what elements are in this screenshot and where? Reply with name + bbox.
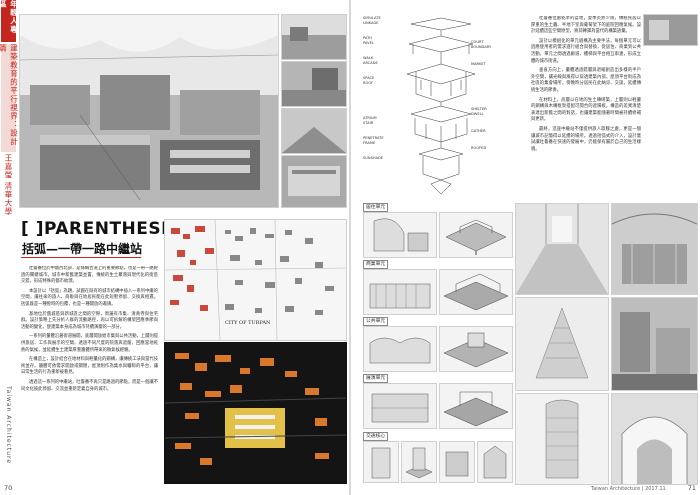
unit-diagram-2: [363, 269, 437, 315]
legend-item: ATRIUM: [363, 116, 377, 120]
unit-axon-3: [439, 326, 513, 372]
sidebar-strip: 年輕人專區 建築教育的平行視界：設計篇 王嘉瑩 清華大學 Taiwan Arch…: [0, 0, 19, 495]
map-caption: CITY OF TURPAN: [225, 320, 271, 326]
unit-axon-1: [439, 212, 513, 258]
body-paragraph: 基地位於舊城區與新城區之間的空隙，周邊有市集、清真寺與住宅群。設計策略上先分析人…: [21, 311, 158, 330]
body-paragraph: 吐魯番位於中國西北部，是絲綢古道上的重要節點，也是一帶一路經過的關鍵城市。城市中…: [21, 266, 158, 285]
sidebar-tab-youth: 年輕人專區: [0, 0, 19, 42]
body-paragraph: 吐魯番位處乾旱的盆地，夏季炎熱少雨，傳統民居以厚重的生土牆、半地下室與葡萄架下的…: [531, 16, 641, 35]
site-photo-3: [281, 108, 347, 154]
night-aerial-render: [164, 342, 347, 484]
core-diagram-4: [477, 441, 513, 483]
diagram-legend-right: COURT BOUNDARY MARKET SHELTER DWELL GATH…: [471, 40, 511, 151]
site-photo-4: [281, 155, 347, 208]
section-label: 居住單元: [363, 203, 389, 212]
body-paragraph: 設計以模組化的單元組構為主要手法，每個單元可以因應使用者的需求進行組合與替換，從…: [531, 38, 641, 64]
body-paragraph: 透過這一系列的中繼站，吐魯番不再只是路過的節點，而是一個讓不同文化彼此停留、交流…: [21, 379, 158, 392]
corner-photo: [643, 14, 698, 46]
site-photo-1: [281, 14, 347, 60]
legend-item: COURT: [471, 40, 484, 44]
unit-diagram-4: [363, 383, 437, 429]
article-title-cn: 括弧—一帶一路中繼站: [22, 242, 143, 256]
exterior-render-1: [515, 297, 609, 391]
unit-diagram-3: [363, 326, 437, 372]
tower-render: [515, 393, 609, 485]
body-paragraph: 在材料上，底層以在地的生土磚砌築，上層則以輕量的鋼構與木構框架搭配可開合的遮陽板…: [531, 97, 641, 123]
legend-item: PAVEL: [363, 41, 374, 45]
gutter: [349, 0, 351, 495]
legend-item: ARCADE: [363, 61, 378, 65]
right-body-text: 吐魯番位處乾旱的盆地，夏季炎熱少雨，傳統民居以厚重的生土牆、半地下室與葡萄架下的…: [531, 16, 641, 191]
legend-item: SUNSHADE: [363, 156, 384, 160]
legend-item: STAIR: [363, 121, 374, 125]
section-label: 交通核心: [363, 432, 389, 441]
section-label: 商業單元: [363, 260, 389, 269]
left-page: 年輕人專區 建築教育的平行視界：設計篇 王嘉瑩 清華大學 Taiwan Arch…: [0, 0, 349, 495]
article-title-en: [ ]PARENTHESES: [21, 219, 186, 239]
diagram-legend-left: SIMULATE LINKAGE PATH PAVEL WALK ARCADE …: [363, 16, 403, 161]
interior-render-1: [515, 203, 609, 295]
legend-item: WALK: [363, 56, 374, 60]
right-page-number: 71: [687, 484, 696, 492]
sidebar-author: 王嘉瑩: [4, 154, 13, 180]
legend-item: PENETRATE: [363, 136, 384, 140]
unit-diagram-1: [363, 212, 437, 258]
title-rule: [21, 257, 141, 258]
legend-item: FRAME: [363, 141, 376, 145]
core-diagram-2: [401, 441, 437, 483]
unit-axon-4: [439, 383, 513, 429]
legend-item: ROOFED: [471, 146, 487, 150]
exterior-render-2: [611, 297, 698, 391]
exploded-axonometric-drawing: [401, 14, 481, 199]
legend-item: DWELL: [471, 112, 484, 116]
site-photo-2: [281, 61, 347, 107]
legend-item: LINKAGE: [363, 21, 379, 25]
aerial-render-image: [19, 14, 279, 208]
legend-item: SIMULATE: [363, 16, 381, 20]
right-page: SIMULATE LINKAGE PATH PAVEL WALK ARCADE …: [351, 0, 700, 495]
body-paragraph: 最終，這座中繼站不僅提供旅人歇腳之處，更是一個讓城市記憶得以延續的場所。透過括弧…: [531, 126, 641, 152]
section-label: 展演單元: [363, 374, 389, 383]
body-paragraph: 一系列的量體沿著街道展開，底層開放給市集與公共活動，上層則提供旅居、工作與展示的…: [21, 334, 158, 353]
legend-item: GATHER: [471, 129, 486, 133]
legend-item: MARKET: [471, 62, 486, 66]
left-body-text: 吐魯番位於中國西北部，是絲綢古道上的重要節點，也是一帶一路經過的關鍵城市。城市中…: [21, 266, 158, 484]
body-paragraph: 本設計以「括弧」為題，試圖在既有的城市結構中插入一系列中繼的空間，讓往來的旅人、…: [21, 288, 158, 307]
turpan-city-map: CITY OF TURPAN: [164, 219, 347, 341]
legend-item: PATH: [363, 36, 373, 40]
body-paragraph: 垂直方向上，量體透過錯層與退縮創造出多樣的半戶外空間，讓光線與風得以穿透建築內部…: [531, 68, 641, 93]
legend-item: ROOF: [363, 81, 374, 85]
sidebar-tab-series: 建築教育的平行視界：設計篇: [0, 44, 19, 152]
core-diagram-3: [439, 441, 475, 483]
journal-footer: Taiwan Architecture | 2017.11: [591, 486, 666, 492]
left-page-number: 70: [4, 484, 13, 492]
arch-render: [611, 393, 698, 485]
section-label: 公共單元: [363, 317, 389, 326]
sidebar-journal: Taiwan Architecture: [5, 385, 12, 465]
core-diagram-1: [363, 441, 399, 483]
interior-render-2: [611, 203, 698, 295]
legend-item: SPACE: [363, 76, 375, 80]
legend-item: SHELTER: [471, 107, 487, 111]
sidebar-school: 清華大學: [4, 182, 13, 216]
unit-axon-2: [439, 269, 513, 315]
legend-item: BOUNDARY: [471, 45, 492, 49]
body-paragraph: 在構造上，設計結合在地材料與輕量化的鋼構，讓傳統工法與當代技術並存。牆體可依需求…: [21, 357, 158, 376]
